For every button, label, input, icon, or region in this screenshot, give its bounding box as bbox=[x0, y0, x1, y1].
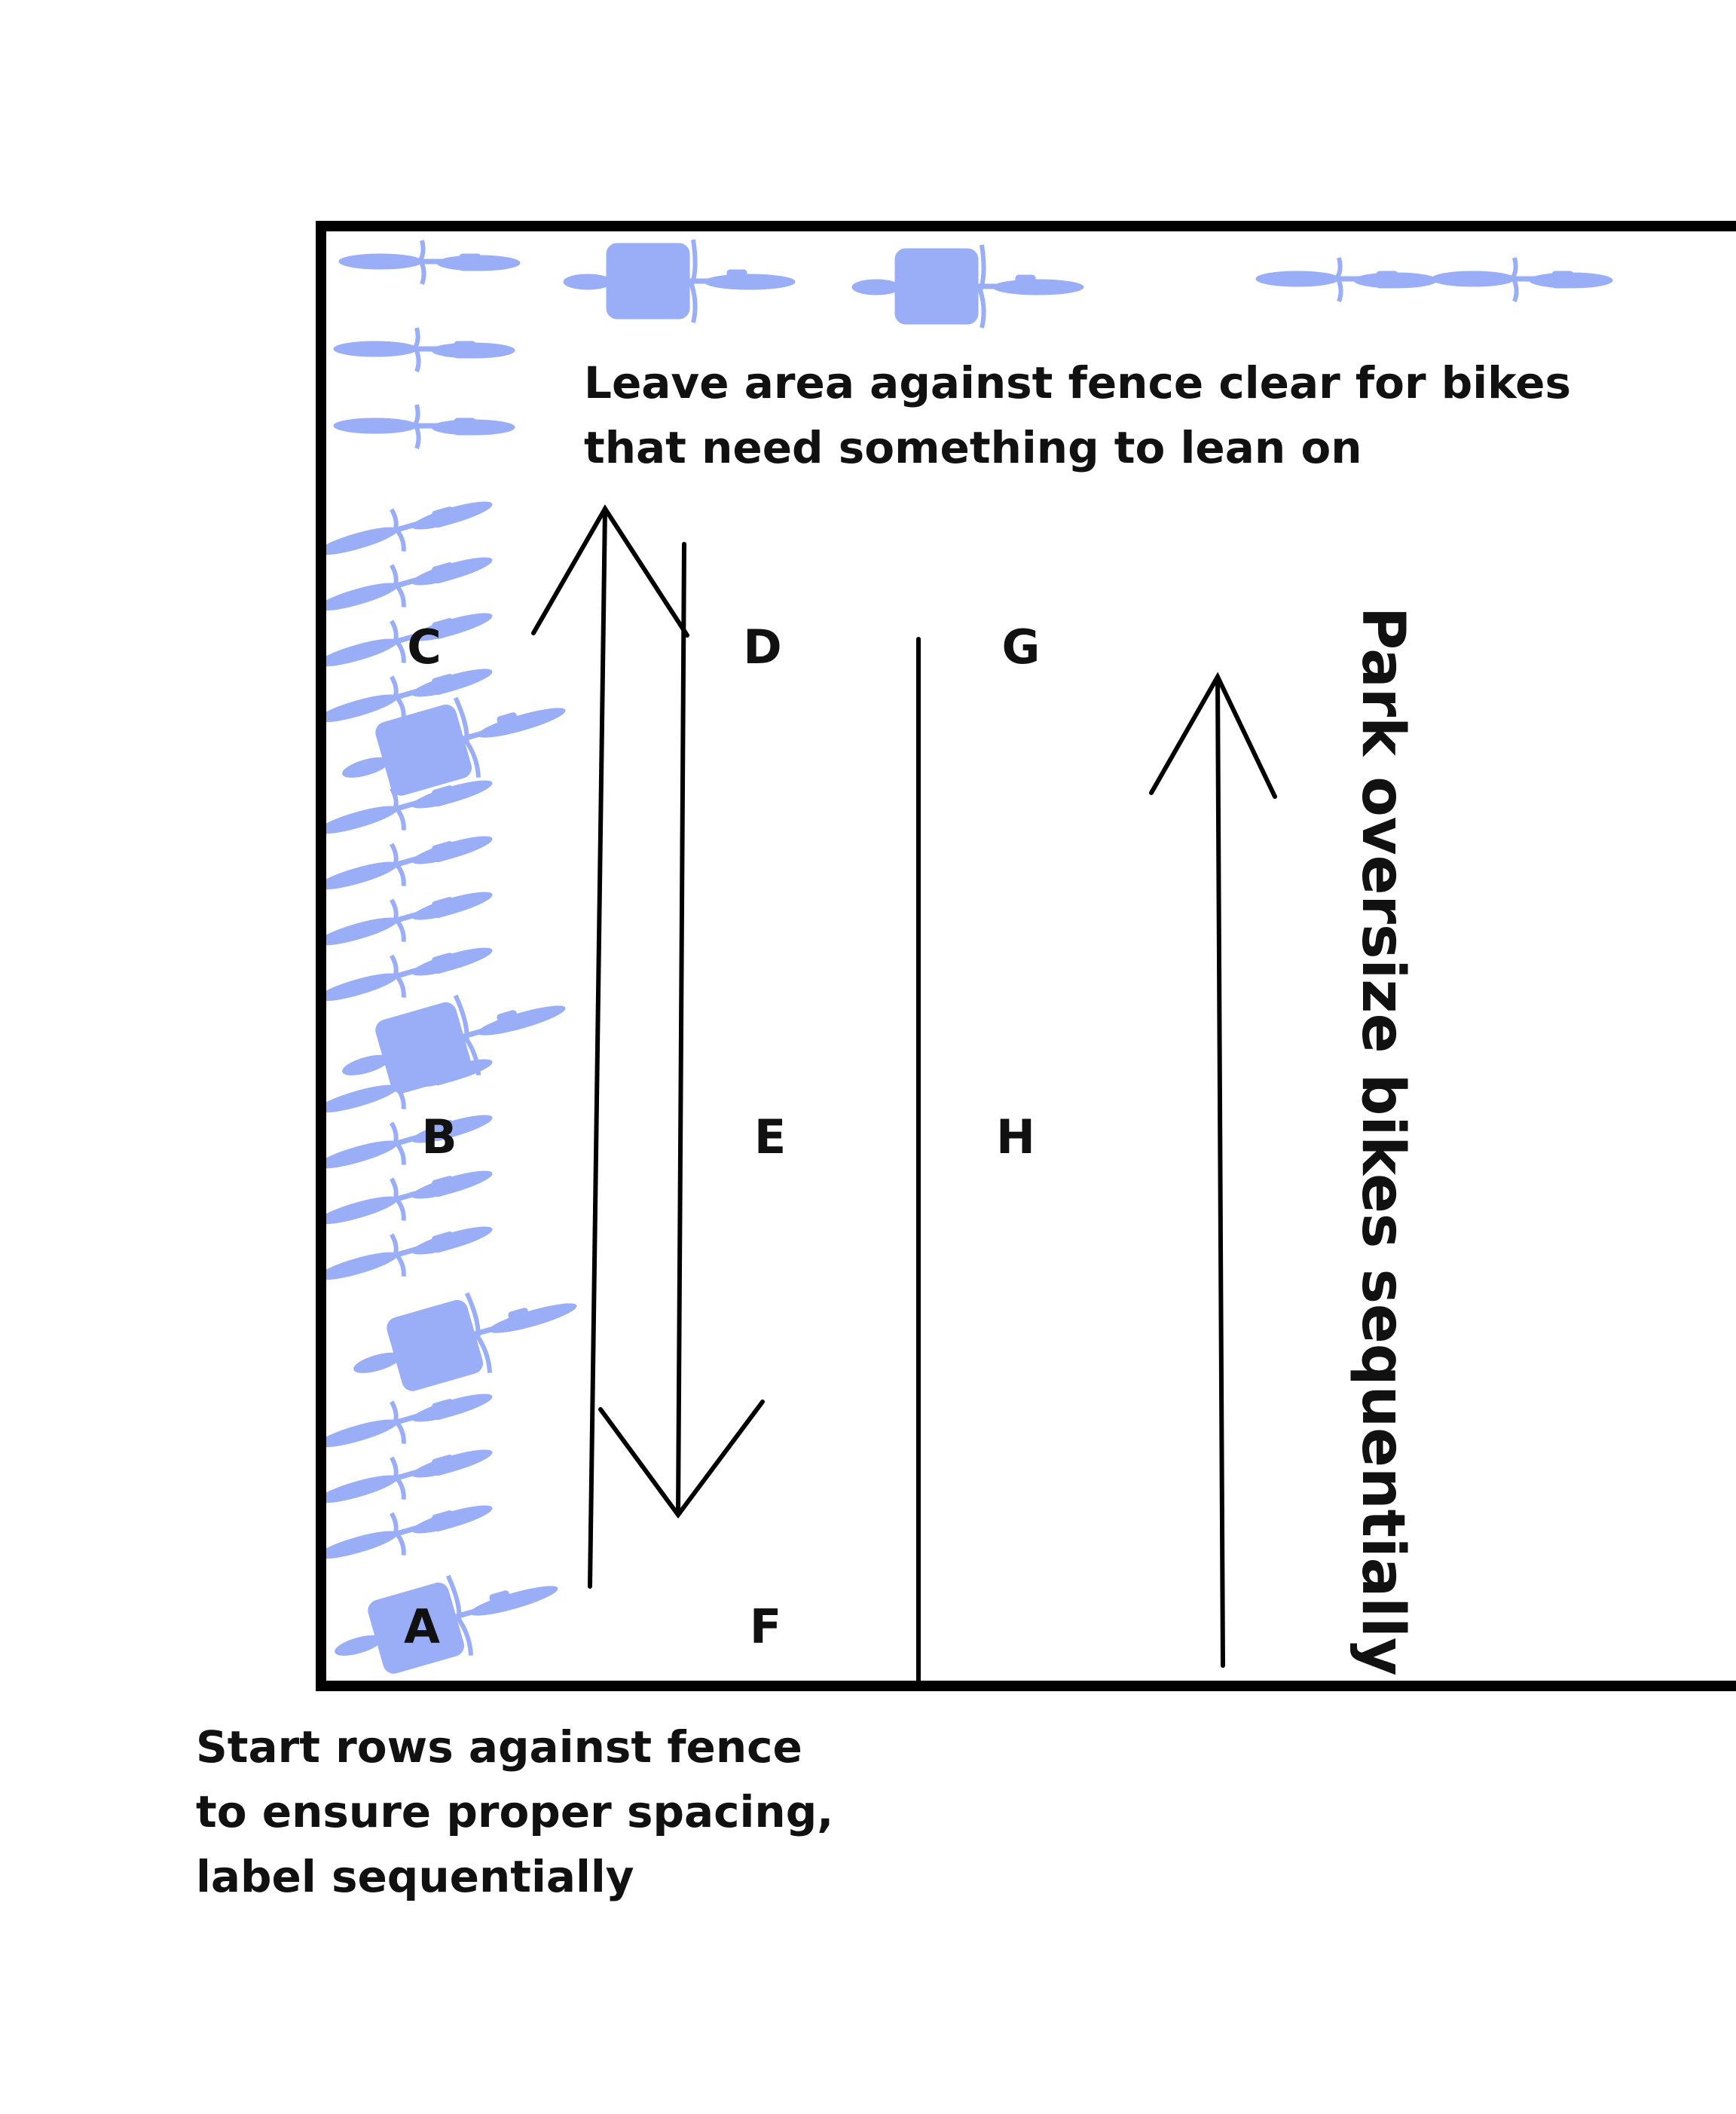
cargo-bike-icon bbox=[342, 1265, 587, 1409]
down-arrow-icon bbox=[598, 542, 765, 1519]
bike-icon bbox=[1432, 258, 1612, 301]
fence-clear-note-line: Leave area against fence clear for bikes bbox=[584, 357, 1572, 408]
row-label-c: C bbox=[407, 620, 442, 675]
lot-fence bbox=[316, 221, 1736, 1691]
row-labels: C B A D E F G H bbox=[404, 620, 1040, 1654]
cargo-bike-icon bbox=[852, 245, 1083, 328]
row-label-g: G bbox=[1002, 620, 1041, 675]
fence-clear-note: Leave area against fence clear for bikes… bbox=[584, 350, 1571, 480]
row-label-f: F bbox=[750, 1599, 781, 1654]
start-rows-note-line: Start rows against fence bbox=[196, 1721, 802, 1773]
start-rows-note-line: to ensure proper spacing, bbox=[196, 1786, 834, 1837]
row-label-h: H bbox=[996, 1109, 1035, 1164]
up-arrow-right-icon bbox=[1149, 672, 1277, 1668]
fence-clear-note-line: that need something to lean on bbox=[584, 422, 1362, 473]
oversize-note: Park oversize bikes sequentially bbox=[1349, 607, 1417, 1676]
bike-icon bbox=[1256, 258, 1437, 301]
row-label-e: E bbox=[754, 1109, 786, 1164]
start-rows-note: Start rows against fence to ensure prope… bbox=[196, 1715, 833, 1909]
bike-icon bbox=[334, 328, 515, 372]
start-rows-note-line: label sequentially bbox=[196, 1851, 634, 1902]
cargo-bike-icon bbox=[564, 240, 795, 323]
bike-icon bbox=[334, 405, 515, 448]
bike-parking-diagram: C B A D E F G H bbox=[0, 221, 1736, 1996]
row-label-a: A bbox=[404, 1599, 440, 1654]
row-label-b: B bbox=[421, 1109, 457, 1164]
cargo-bike-icon bbox=[323, 1548, 568, 1691]
bike-icon bbox=[339, 240, 520, 284]
up-arrow-left-icon bbox=[531, 504, 689, 1589]
row-label-d: D bbox=[743, 620, 781, 675]
